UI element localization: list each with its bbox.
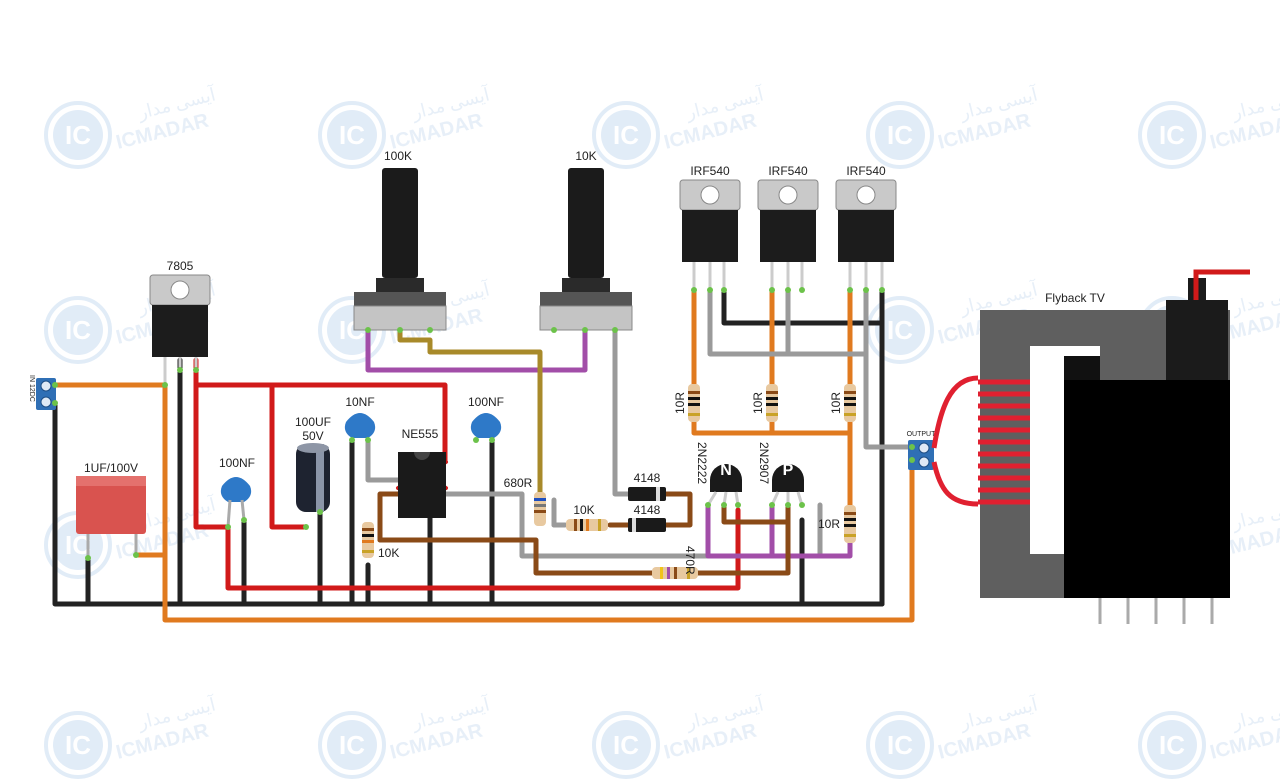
ceramic-cap-c1: 100NF [219,456,255,528]
cap-c1-label: 100NF [219,456,255,470]
electrolytic-cap: 100UF 50V [295,415,331,512]
potentiometer-100k: 100K [353,149,447,331]
diode-2-label: 4148 [634,503,661,517]
watermark-logo: IC [339,730,365,760]
resistor-680r: 680R [504,476,546,526]
potentiometer-10k: 10K [539,149,633,331]
watermark-logo: IC [339,120,365,150]
gate-resistor-1: 10R [673,384,700,422]
transistor-p-mark: P [783,462,794,479]
diode-2: 4148 [628,503,666,532]
ground-bus [52,400,885,607]
wires [52,287,915,623]
film-capacitor: 1UF/100V [76,461,146,560]
transistor-p-label: 2N2907 [757,442,771,484]
resistor-10r-label: 10R [818,517,840,531]
flyback-label: Flyback TV [1045,291,1105,305]
watermark-logo: IC [613,120,639,150]
pot-100k-label: 100K [384,149,412,163]
transistor-2n2222: N 2N2222 [695,442,742,506]
resistor-10k-a-label: 10K [378,546,399,560]
watermark-logo: IC [65,315,91,345]
pot-10k-label: 10K [575,149,596,163]
ceramic-cap-c2: 10NF [344,395,376,438]
electrolytic-value: 100UF [295,415,331,429]
electrolytic-voltage: 50V [302,429,323,443]
gate-resistor-2: 10R [751,384,778,422]
gate-resistor-1-label: 10R [673,392,687,414]
watermark: IC ICMADAR آیسی مدار [44,693,219,779]
watermark-logo: IC [887,120,913,150]
resistor-10k-b: 10K [566,503,608,531]
film-cap-label: 1UF/100V [84,461,138,475]
resistor-470r: 470R [652,546,698,579]
diode-1-label: 4148 [634,471,661,485]
watermark-logo: IC [1159,730,1185,760]
mosfet-leads [692,262,884,290]
watermark: IC ICMADAR آیسی مدار [592,83,767,169]
mosfet-3-label: IRF540 [846,164,886,178]
watermark: IC ICMADAR آیسی مدار [592,693,767,779]
regulator-7805: 7805 [149,259,211,385]
mosfet-3: IRF540 [835,164,897,262]
gate-resistor-2-label: 10R [751,392,765,414]
pin-dots [52,287,915,561]
cap-c2-label: 10NF [345,395,374,409]
ne555-label: NE555 [402,427,439,441]
watermark-logo: IC [887,315,913,345]
flyback-transformer: Flyback TV [931,269,1250,624]
resistor-10k-a: 10K [362,522,399,560]
resistor-470r-label: 470R [683,546,697,575]
gate-resistor-3: 10R [829,384,856,422]
mosfet-1: IRF540 [679,164,741,262]
resistor-10k-b-label: 10K [573,503,594,517]
watermark-logo: IC [65,120,91,150]
supply-bus [52,382,915,623]
transistor-n-mark: N [720,462,732,479]
watermark: IC ICMADAR آیسی مدار [866,83,1041,169]
output-terminal: OUTPUT [907,431,937,470]
mosfet-2: IRF540 [757,164,819,262]
watermark: IC ICMADAR آیسی مدار [44,83,219,169]
output-label: OUTPUT [907,431,937,438]
mosfet-1-label: IRF540 [690,164,730,178]
watermark: IC ICMADAR آیسی مدار [1138,693,1280,779]
gate-resistor-3-label: 10R [829,392,843,414]
watermark-logo: IC [887,730,913,760]
watermark: IC ICMADAR آیسی مدار [1138,83,1280,169]
resistor-10r: 10R [818,505,856,543]
watermark-logo: IC [65,730,91,760]
mosfet-2-label: IRF540 [768,164,808,178]
cap-c3-label: 100NF [468,395,504,409]
watermark: IC ICMADAR آیسی مدار [318,693,493,779]
ceramic-cap-c3: 100NF [468,395,504,438]
diode-1: 4148 [628,471,666,501]
input-label: IN 12DC [28,375,35,402]
watermark: IC ICMADAR آیسی مدار [866,693,1041,779]
regulator-label: 7805 [167,259,194,273]
watermark-logo: IC [613,730,639,760]
transistor-n-label: 2N2222 [695,442,709,484]
input-terminal: IN 12DC [28,375,56,410]
watermark-logo: IC [1159,120,1185,150]
transistor-2n2907: P 2N2907 [757,442,804,506]
resistor-680r-label: 680R [504,476,533,490]
ne555-chip: NE555 [398,427,446,518]
